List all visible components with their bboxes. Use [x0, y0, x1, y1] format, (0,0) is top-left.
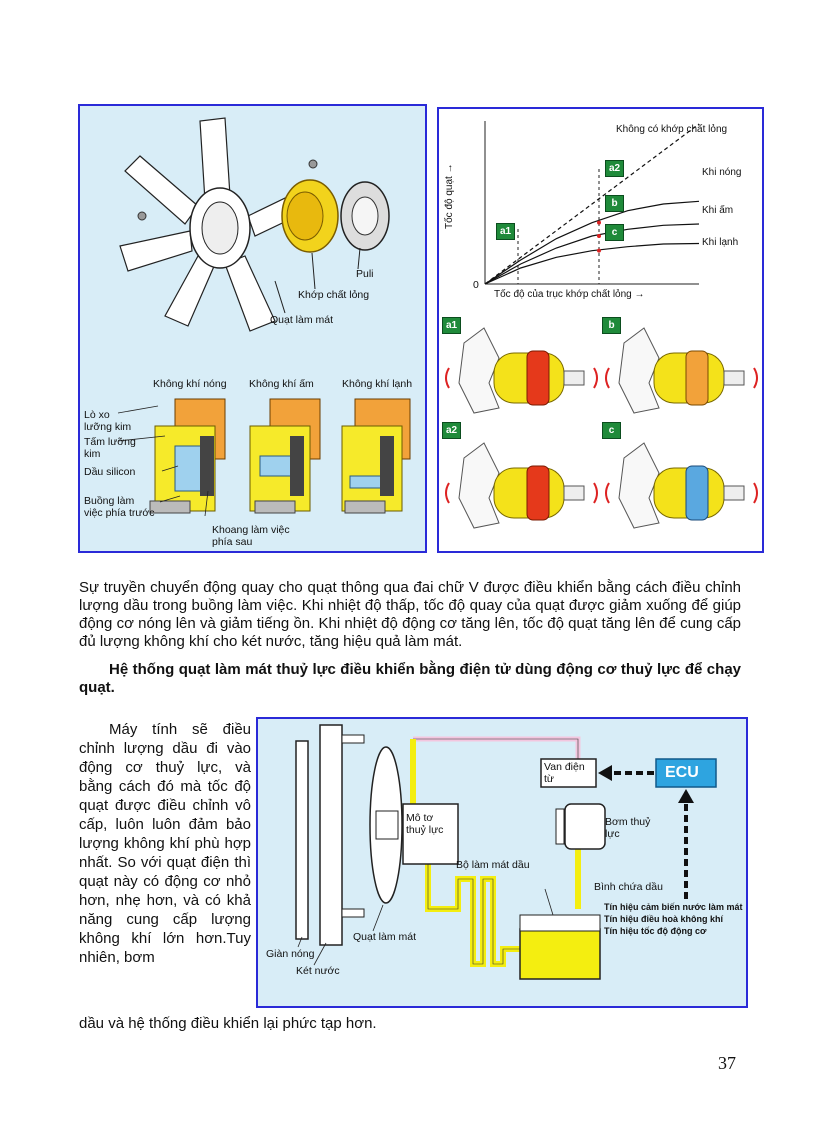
rotation-arrows: [445, 367, 758, 504]
fan-a2: [458, 442, 585, 529]
solenoid-valve: [540, 758, 597, 788]
fan-clutch-figure: Puli Khớp chất lỏng Quạt làm mát Không k…: [78, 104, 427, 553]
condenser: [295, 740, 309, 940]
hydraulic-system-diagram: [295, 724, 717, 980]
tag-c: c: [605, 224, 624, 241]
tag-a2: a2: [605, 160, 624, 177]
ecu-box: [655, 758, 717, 788]
label-radiator: Két nước: [296, 965, 340, 977]
fan-speed-chart: [484, 121, 700, 285]
curve-label-no-clutch: Không có khớp chất lỏng: [616, 124, 728, 135]
series-line-2: [484, 223, 700, 285]
paragraph-intro: Sự truyền chuyển động quay cho quạt thôn…: [79, 579, 741, 650]
tag-a1: a1: [496, 223, 515, 240]
label-hot-air: Không khí nóng: [153, 378, 227, 390]
fan-speed-illustrations: [445, 327, 758, 529]
label-condenser: Giàn nóng: [266, 948, 315, 960]
label-silicon-oil: Dầu silicon: [84, 466, 136, 478]
series-line-1: [484, 200, 700, 285]
curve-label-warm: Khi ấm: [702, 205, 734, 216]
oil-tank: [519, 928, 601, 980]
label-ecu: ECU: [665, 764, 699, 781]
marker-point-1: [597, 234, 601, 238]
tag-a2-illustration: a2: [442, 422, 461, 439]
marker-point-2: [597, 248, 601, 253]
fan-a1: [458, 327, 585, 414]
series-line-3: [484, 242, 700, 285]
paragraph-side: Máy tính sẽ điều chỉnh lượng dầu đi vào …: [79, 721, 251, 966]
page-number: 37: [718, 1053, 736, 1073]
tag-c-illustration: c: [602, 422, 621, 439]
fan-speed-figure: Tốc độ quạt → 0 Tốc độ của trục khớp chấ…: [437, 107, 764, 553]
label-cooling-fan: Quạt làm mát: [353, 931, 417, 943]
marker-point-0: [597, 220, 601, 225]
label-warm-air: Không khí ấm: [249, 378, 314, 390]
fan-b: [618, 327, 745, 414]
tag-b: b: [605, 195, 624, 212]
label-signal-coolant: Tín hiệu cảm biến nước làm mát: [604, 902, 743, 912]
tag-a1-illustration: a1: [442, 317, 461, 334]
section-heading: Hệ thống quạt làm mát thuỷ lực điều khiể…: [79, 661, 741, 696]
label-signal-engine-speed: Tín hiệu tốc độ động cơ: [604, 926, 707, 936]
cross-section-warm: [249, 398, 321, 514]
cross-section-cold: [341, 398, 411, 514]
chart-xlabel: Tốc độ của trục khớp chất lỏng →: [494, 289, 645, 300]
label-signal-ac: Tín hiệu điều hoà không khí: [604, 914, 723, 924]
chart-origin: 0: [473, 279, 479, 291]
label-fluid-coupling: Khớp chất lỏng: [298, 289, 370, 301]
label-cooling-fan: Quạt làm mát: [270, 314, 334, 326]
fan-c: [618, 442, 745, 529]
label-oil-cooler: Bộ làm mát dầu: [456, 859, 530, 871]
hydraulic-pump: [564, 803, 606, 850]
hydraulic-motor: [402, 803, 459, 865]
series-line-0: [484, 123, 700, 285]
tag-b-illustration: b: [602, 317, 621, 334]
chart-ylabel: Tốc độ quạt →: [444, 163, 455, 229]
label-puli: Puli: [356, 268, 374, 280]
fan-clutch-illustration: [117, 117, 411, 517]
curve-label-cold: Khi lạnh: [702, 237, 739, 248]
curve-label-hot: Khi nóng: [702, 167, 742, 178]
radiator: [319, 724, 343, 946]
label-oil-tank: Bình chứa dầu: [594, 881, 663, 893]
cross-section-hot: [149, 398, 226, 514]
label-cold-air: Không khí lạnh: [342, 378, 413, 390]
paragraph-last-line: dầu và hệ thống điều khiển lại phức tạp …: [79, 1015, 377, 1032]
